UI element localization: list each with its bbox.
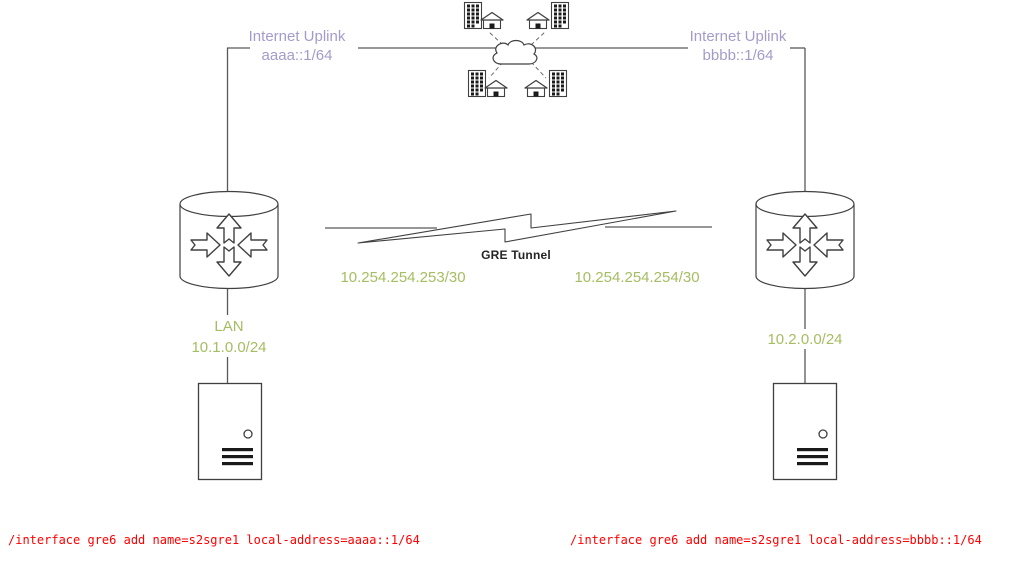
tunnel-ip-right: 10.254.254.254/30 xyxy=(574,269,700,286)
site-cluster-bottom-left xyxy=(467,69,508,98)
config-block-left: /interface gre6 add name=s2sgre1 local-a… xyxy=(8,500,441,578)
uplink-left-address: aaaa::1/64 xyxy=(261,47,333,64)
uplink-right-address: bbbb::1/64 xyxy=(702,47,774,64)
lan-left-subnet: 10.1.0.0/24 xyxy=(191,339,267,356)
cloud-site-links xyxy=(487,30,547,79)
site-cluster-top-left xyxy=(463,1,504,30)
server-right-icon xyxy=(772,382,838,481)
gre-tunnel-label: GRE Tunnel xyxy=(481,248,551,262)
lan-label-right: 10.2.0.0/24 xyxy=(767,331,843,348)
config-block-right: /interface gre6 add name=s2sgre1 local-a… xyxy=(570,500,1003,578)
router-left-icon xyxy=(179,190,279,290)
uplink-label-right: Internet Uplink bbbb::1/64 xyxy=(668,27,808,65)
tunnel-ip-left: 10.254.254.253/30 xyxy=(340,269,466,286)
config-left-line-1: /interface gre6 add name=s2sgre1 local-a… xyxy=(8,533,420,547)
lightning-bolt-icon xyxy=(357,210,677,244)
lan-label-left: LAN 10.1.0.0/24 xyxy=(169,316,289,358)
router-right-icon xyxy=(755,190,855,290)
uplink-left-title: Internet Uplink xyxy=(248,28,346,45)
lan-left-name: LAN xyxy=(214,318,244,335)
uplink-label-left: Internet Uplink aaaa::1/64 xyxy=(227,27,367,65)
site-cluster-bottom-right xyxy=(524,69,568,98)
uplink-right-title: Internet Uplink xyxy=(689,28,787,45)
site-cluster-top-right xyxy=(526,1,570,30)
internet-cloud-icon xyxy=(492,39,538,65)
server-left-icon xyxy=(197,382,263,481)
connector-lines xyxy=(226,47,806,383)
config-right-line-1: /interface gre6 add name=s2sgre1 local-a… xyxy=(570,533,982,547)
